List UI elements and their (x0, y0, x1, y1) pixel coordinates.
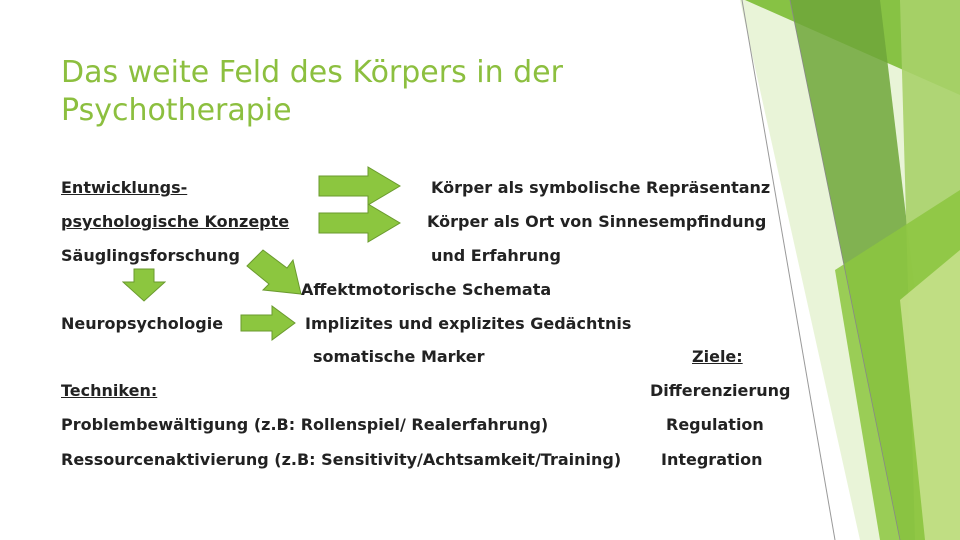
deco-line (741, 0, 836, 540)
technik-problembewaeltigung: Problembewältigung (z.B: Rollenspiel/ Re… (61, 415, 549, 434)
ziel-integration: Integration (661, 450, 763, 469)
label-sinnesempfindung: Körper als Ort von Sinnesempfindung (427, 212, 767, 231)
arrow-down-icon (122, 268, 166, 302)
label-konzepte: psychologische Konzepte (61, 212, 290, 231)
arrow-diagonal-icon (246, 249, 302, 295)
ziel-regulation: Regulation (666, 415, 764, 434)
title-line-1: Das weite Feld des Körpers in der (61, 55, 563, 90)
label-somatische-marker: somatische Marker (313, 347, 485, 366)
label-erfahrung: und Erfahrung (431, 246, 561, 265)
label-saeuglingsforschung: Säuglingsforschung (61, 246, 240, 265)
slide-title: Das weite Feld des Körpers in der Psycho… (61, 54, 681, 130)
technik-ressourcenaktivierung: Ressourcenaktivierung (z.B: Sensitivity/… (61, 450, 622, 469)
arrow-right-icon (318, 166, 401, 206)
label-symbolische-repraesentanz: Körper als symbolische Repräsentanz (431, 178, 771, 197)
ziel-differenzierung: Differenzierung (650, 381, 791, 400)
label-neuropsychologie: Neuropsychologie (61, 314, 224, 333)
deco-lower-light (900, 250, 960, 540)
ziele-heading: Ziele: (692, 347, 743, 366)
arrow-right-icon (318, 203, 401, 243)
arrow-right-small-icon (240, 305, 296, 341)
title-line-2: Psychotherapie (61, 93, 292, 128)
deco-line (789, 0, 901, 540)
techniken-heading: Techniken: (61, 381, 158, 400)
label-gedaechtnis: Implizites und explizites Gedächtnis (305, 314, 632, 333)
label-affektmotorische-schemata: Affektmotorische Schemata (301, 280, 552, 299)
label-entwicklungs: Entwicklungs- (61, 178, 188, 197)
